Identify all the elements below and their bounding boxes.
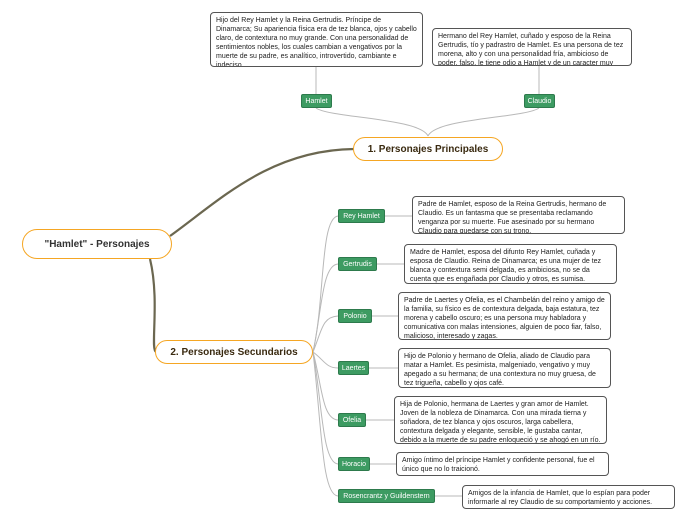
note-rey-hamlet: Padre de Hamlet, esposo de la Reina Gert… — [412, 196, 625, 234]
tag-claudio[interactable]: Claudio — [524, 94, 555, 108]
central-topic[interactable]: "Hamlet" - Personajes — [22, 229, 172, 259]
tag-rey-hamlet[interactable]: Rey Hamlet — [338, 209, 385, 223]
note-hamlet: Hijo del Rey Hamlet y la Reina Gertrudis… — [210, 12, 423, 67]
connector-secundarios-ofelia — [312, 351, 339, 421]
note-laertes: Hijo de Polonio y hermano de Ofelia, ali… — [398, 348, 611, 388]
connector-secundarios-rosencrantz — [312, 351, 339, 497]
connector-principales-hamlet — [315, 107, 429, 137]
connector-central-principales — [169, 147, 355, 237]
tag-horacio[interactable]: Horacio — [338, 457, 370, 471]
tag-gertrudis[interactable]: Gertrudis — [338, 257, 377, 271]
connector-secundarios-horacio — [312, 351, 339, 465]
note-claudio: Hermano del Rey Hamlet, cuñado y esposo … — [432, 28, 632, 66]
note-polonio: Padre de Laertes y Ofelia, es el Chambel… — [398, 292, 611, 340]
connector-central-secundarios — [148, 258, 158, 354]
tag-hamlet[interactable]: Hamlet — [301, 94, 332, 108]
tag-laertes[interactable]: Laertes — [338, 361, 369, 375]
connector-principales-claudio — [427, 107, 540, 137]
tag-polonio[interactable]: Polonio — [338, 309, 372, 323]
note-rosencrantz-guildenstern: Amigos de la infancia de Hamlet, que lo … — [462, 485, 675, 509]
note-horacio: Amigo íntimo del príncipe Hamlet y confi… — [396, 452, 609, 476]
connector-secundarios-laertes — [312, 351, 339, 369]
connector-secundarios-gertrudis — [312, 263, 339, 353]
topic-personajes-secundarios[interactable]: 2. Personajes Secundarios — [155, 340, 313, 364]
note-gertrudis: Madre de Hamlet, esposa del difunto Rey … — [404, 244, 617, 284]
connector-secundarios-polonio — [312, 315, 339, 353]
topic-personajes-principales[interactable]: 1. Personajes Principales — [353, 137, 503, 161]
note-ofelia: Hija de Polonio, hermana de Laertes y gr… — [394, 396, 607, 444]
tag-ofelia[interactable]: Ofelia — [338, 413, 366, 427]
tag-rosencrantz-guildenstern[interactable]: Rosencrantz y Guildenstern — [338, 489, 435, 503]
